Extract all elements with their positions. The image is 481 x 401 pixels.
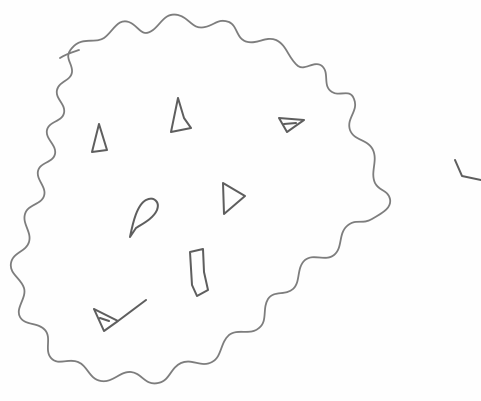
sketch-svg — [0, 0, 481, 401]
sketch-canvas — [0, 0, 481, 401]
